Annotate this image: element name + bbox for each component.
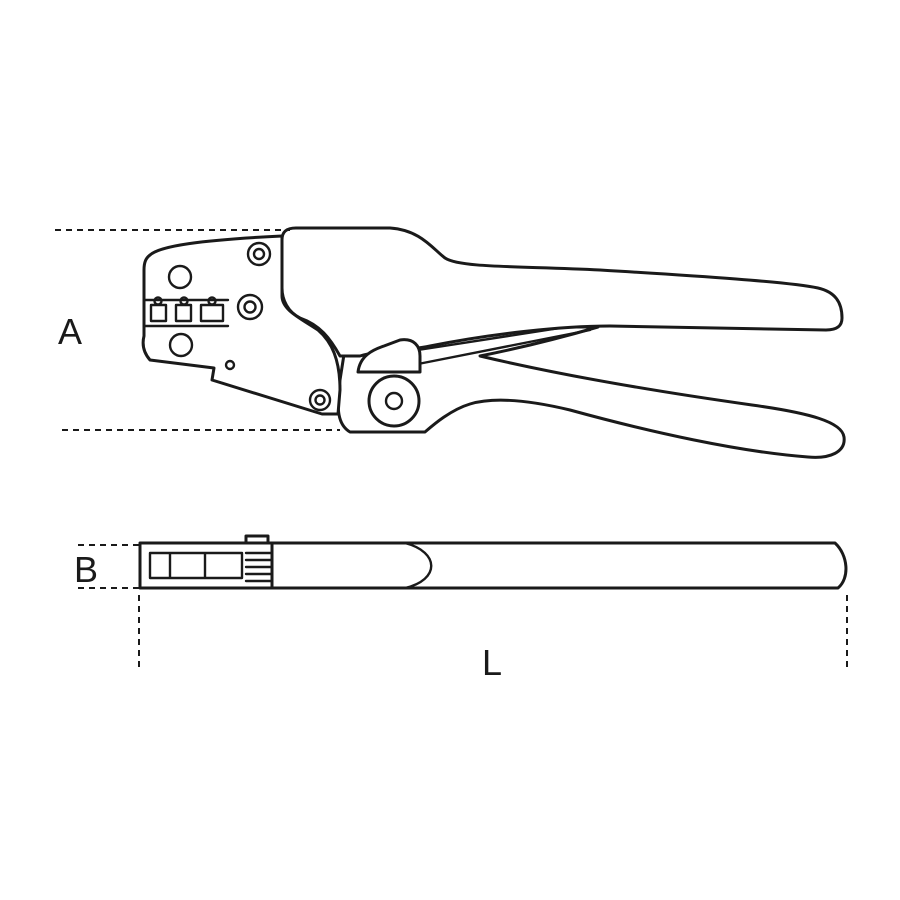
pivot-screw-mid-inner bbox=[243, 300, 257, 314]
lever-link bbox=[403, 326, 592, 366]
top-view bbox=[138, 534, 848, 590]
dimension-lines bbox=[55, 229, 848, 670]
small-hole bbox=[224, 359, 236, 371]
top-view-handle bbox=[270, 541, 848, 590]
dim-label-b: B bbox=[74, 549, 98, 590]
crimp-dies bbox=[149, 296, 225, 323]
dim-label-a: A bbox=[58, 311, 82, 352]
pivot-screw-bottom bbox=[308, 388, 332, 412]
top-view-dies bbox=[148, 551, 244, 580]
top-view-grip-edge bbox=[403, 541, 433, 590]
lower-pivot-outer bbox=[367, 374, 421, 428]
pivot-screw-mid bbox=[236, 293, 264, 321]
top-view-ribs bbox=[244, 551, 274, 583]
upper-handle bbox=[280, 226, 844, 358]
die-mark-2 bbox=[179, 296, 189, 306]
pivot-screw-bottom-inner bbox=[314, 394, 326, 406]
die-mark-1 bbox=[153, 296, 163, 306]
side-view bbox=[141, 226, 846, 459]
dim-label-l: L bbox=[482, 642, 502, 683]
jaw-gap bbox=[142, 298, 230, 328]
die-mark-3 bbox=[207, 296, 217, 306]
pivot-screw-top-inner bbox=[252, 247, 266, 261]
head-hole-lower bbox=[168, 332, 194, 358]
pivot-screw-top bbox=[246, 241, 272, 267]
lower-handle bbox=[336, 325, 846, 459]
head-hole-upper bbox=[167, 264, 193, 290]
lower-pivot-inner bbox=[384, 391, 404, 411]
ratchet-block bbox=[356, 338, 422, 374]
crimping-head bbox=[141, 234, 342, 416]
